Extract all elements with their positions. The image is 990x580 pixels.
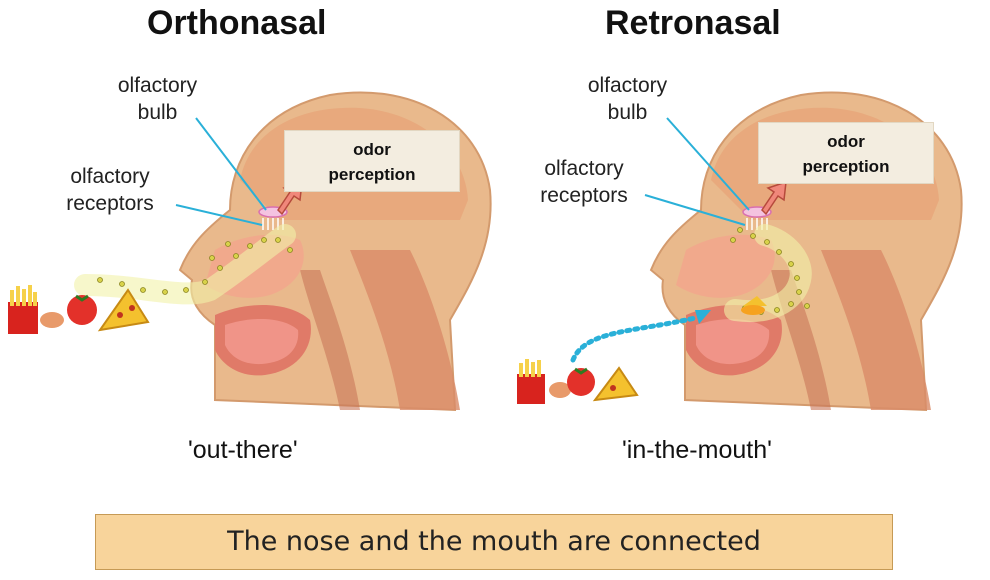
label-line: bulb bbox=[607, 101, 648, 124]
olfactory-receptors-label-right: olfactory receptors bbox=[514, 155, 654, 209]
label-line: bulb bbox=[137, 101, 178, 124]
food-icon-fries bbox=[517, 359, 545, 404]
summary-banner: The nose and the mouth are connected bbox=[95, 514, 893, 570]
food-icon-pizza bbox=[97, 288, 150, 332]
food-icon-fries bbox=[8, 285, 38, 334]
label-line: olfactory bbox=[544, 157, 624, 180]
perception-line: perception bbox=[328, 165, 416, 184]
olfactory-bulb-label-left: olfactory bulb bbox=[100, 72, 215, 126]
odor-line: odor bbox=[827, 132, 865, 151]
perception-line: perception bbox=[802, 157, 890, 176]
food-icon-tomato bbox=[567, 367, 595, 396]
odor-line: odor bbox=[353, 140, 391, 159]
orthonasal-title: Orthonasal bbox=[147, 4, 327, 42]
retronasal-title: Retronasal bbox=[605, 4, 781, 42]
label-line: receptors bbox=[540, 184, 628, 207]
odor-perception-box-right: odor perception bbox=[758, 122, 934, 184]
orthonasal-head-illustration bbox=[8, 91, 492, 412]
label-line: olfactory bbox=[117, 74, 198, 97]
food-icon-tomato bbox=[67, 294, 97, 325]
perception-arrow bbox=[761, 180, 787, 216]
orthonasal-caption: 'out-there' bbox=[188, 436, 298, 464]
olfactory-bulb-label-right: olfactory bulb bbox=[570, 72, 685, 126]
retronasal-caption: 'in-the-mouth' bbox=[622, 436, 772, 464]
label-line: olfactory bbox=[587, 74, 668, 97]
label-line: olfactory bbox=[70, 165, 150, 188]
olfactory-receptors-label-left: olfactory receptors bbox=[40, 163, 180, 217]
label-line: receptors bbox=[66, 192, 154, 215]
odor-perception-box-left: odor perception bbox=[284, 130, 460, 192]
food-icon-pizza bbox=[592, 366, 639, 402]
